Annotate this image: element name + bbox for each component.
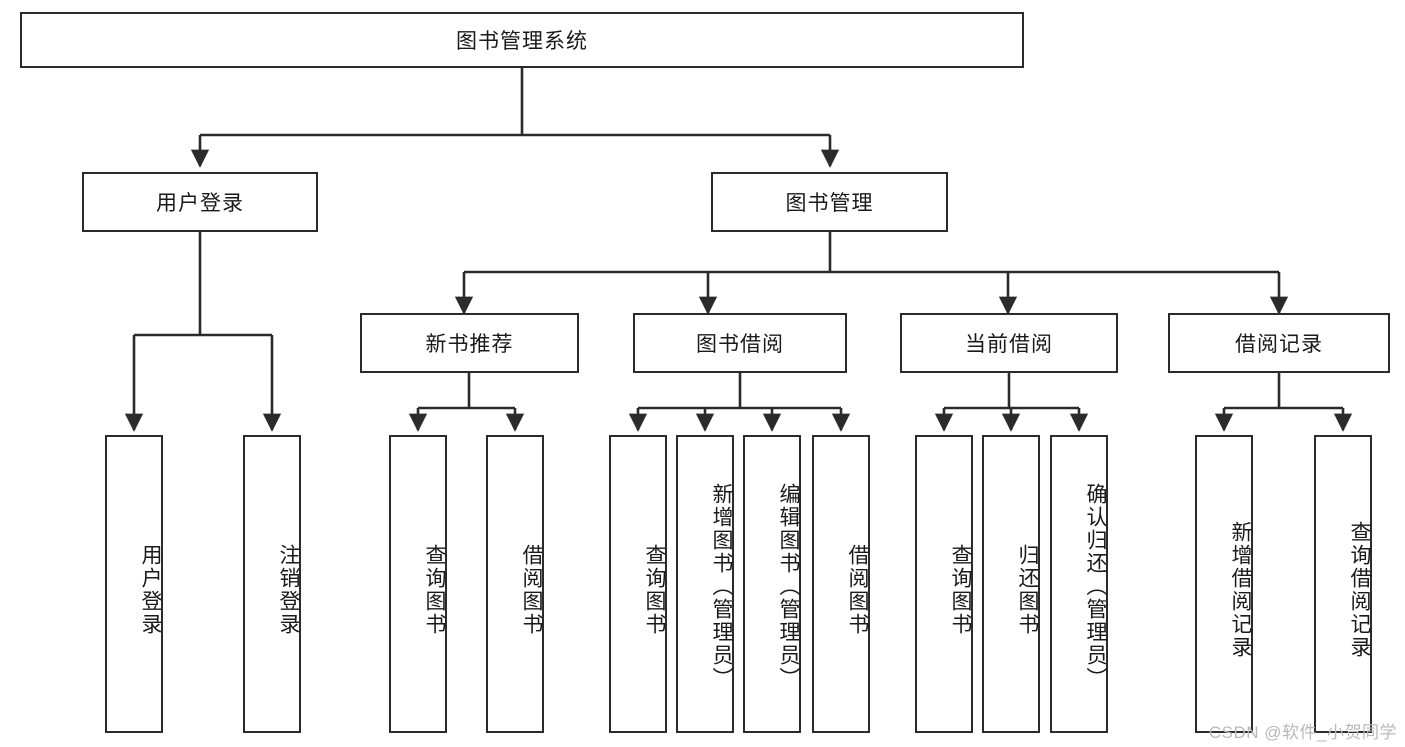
node-borrow-record[interactable]: 借阅记录 — [1168, 313, 1390, 373]
node-label: 借阅图书 — [520, 544, 543, 636]
node-user-login[interactable]: 用户登录 — [82, 172, 318, 232]
node-leaf-rec-query-record[interactable]: 查询借阅记录 — [1314, 435, 1372, 733]
node-leaf-cur-query-book[interactable]: 查询图书 — [915, 435, 973, 733]
node-leaf-rec-add-record[interactable]: 新增借阅记录 — [1195, 435, 1253, 733]
node-label: 确认归还（管理员） — [1084, 482, 1107, 690]
node-leaf-cur-confirm-return[interactable]: 确认归还（管理员） — [1050, 435, 1108, 733]
node-label: 注销登录 — [277, 544, 300, 636]
node-leaf-user-login[interactable]: 用户登录 — [105, 435, 163, 733]
node-label: 借阅记录 — [1235, 333, 1323, 356]
node-leaf-borrow-add-book[interactable]: 新增图书（管理员） — [676, 435, 734, 733]
node-current-borrow[interactable]: 当前借阅 — [900, 313, 1118, 373]
node-root-system[interactable]: 图书管理系统 — [20, 12, 1024, 68]
node-label: 查询图书 — [949, 544, 972, 636]
node-label: 查询图书 — [423, 544, 446, 636]
node-book-manage[interactable]: 图书管理 — [711, 172, 948, 232]
node-leaf-cur-return-book[interactable]: 归还图书 — [982, 435, 1040, 733]
node-label: 查询图书 — [643, 544, 666, 636]
node-label: 借阅图书 — [846, 544, 869, 636]
node-label: 查询借阅记录 — [1348, 521, 1371, 659]
node-label: 图书借阅 — [696, 333, 784, 356]
node-label: 新增借阅记录 — [1229, 521, 1252, 659]
node-leaf-borrow-borrow-book[interactable]: 借阅图书 — [812, 435, 870, 733]
node-label: 图书管理系统 — [456, 30, 588, 53]
node-label: 用户登录 — [156, 192, 244, 215]
node-book-borrow[interactable]: 图书借阅 — [633, 313, 847, 373]
node-label: 新增图书（管理员） — [710, 482, 733, 690]
node-label: 用户登录 — [139, 544, 162, 636]
node-label: 新书推荐 — [425, 333, 514, 356]
node-leaf-borrow-edit-book[interactable]: 编辑图书（管理员） — [743, 435, 801, 733]
node-leaf-rec-query-book[interactable]: 查询图书 — [389, 435, 447, 733]
node-label: 当前借阅 — [965, 333, 1053, 356]
node-label: 图书管理 — [785, 192, 874, 215]
node-new-book-rec[interactable]: 新书推荐 — [360, 313, 579, 373]
node-leaf-user-logout[interactable]: 注销登录 — [243, 435, 301, 733]
node-leaf-borrow-query-book[interactable]: 查询图书 — [609, 435, 667, 733]
node-label: 编辑图书（管理员） — [777, 482, 800, 690]
node-label: 归还图书 — [1016, 544, 1039, 636]
node-leaf-rec-borrow-book[interactable]: 借阅图书 — [486, 435, 544, 733]
